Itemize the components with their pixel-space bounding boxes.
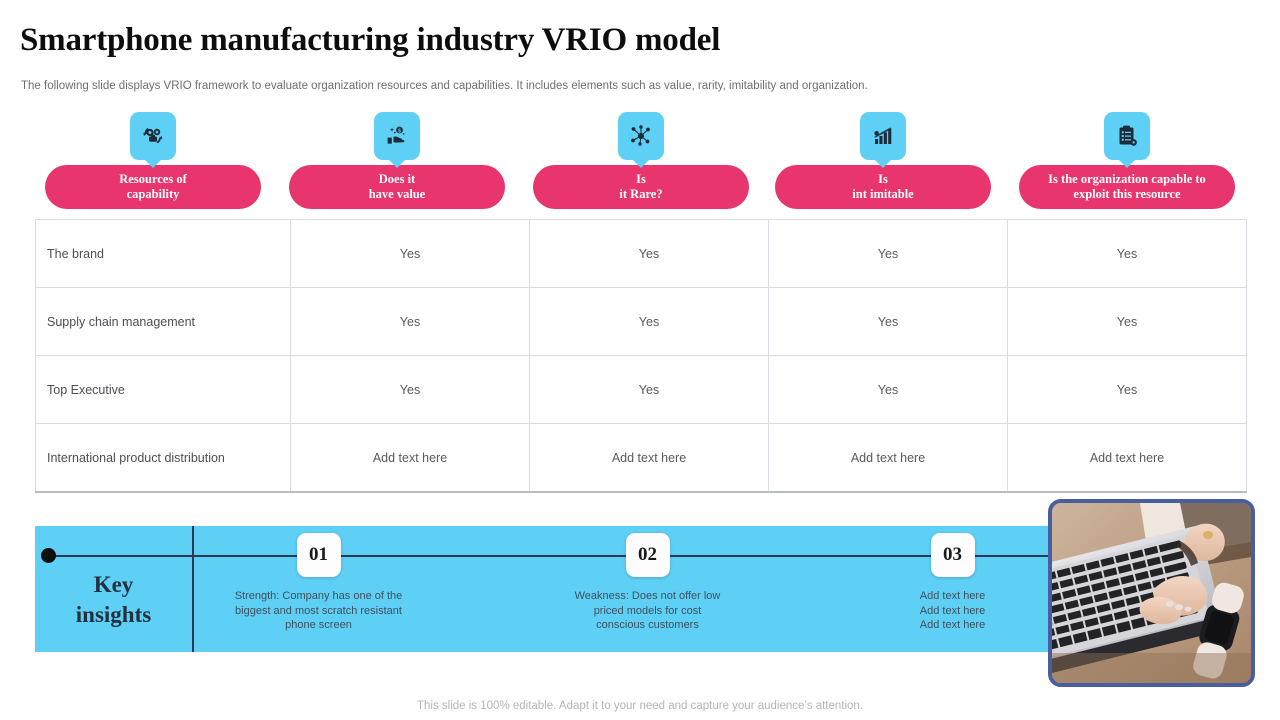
page-subtitle: The following slide displays VRIO framew… xyxy=(21,80,868,92)
table-cell[interactable]: Yes xyxy=(1007,287,1247,356)
table-cell[interactable]: Yes xyxy=(529,287,769,356)
gears-settings-icon xyxy=(130,112,176,160)
insight-number-badge: 03 xyxy=(930,533,975,577)
insight-text: Add text here Add text here Add text her… xyxy=(919,590,986,631)
row-label: Supply chain management xyxy=(35,287,291,356)
hand-money-icon: $ xyxy=(374,112,420,160)
table-cell[interactable]: Yes xyxy=(290,219,530,288)
column-header-label: Resources of capability xyxy=(119,172,187,201)
table-cell[interactable]: Yes xyxy=(290,287,530,356)
insight-text: Weakness: Does not offer low priced mode… xyxy=(574,590,721,631)
table-row: Top Executive Yes Yes Yes Yes xyxy=(35,355,1247,424)
table-cell[interactable]: Yes xyxy=(529,219,769,288)
footer-note: This slide is 100% editable. Adapt it to… xyxy=(416,700,864,712)
timeline-line xyxy=(48,555,1058,557)
column-header-label: Is it Rare? xyxy=(619,172,663,201)
column-header-pill[interactable]: Is the organization capable to exploit t… xyxy=(1019,165,1235,209)
row-label: The brand xyxy=(35,219,291,288)
column-header-resources[interactable]: Resources of capability xyxy=(45,112,261,209)
column-header-pill[interactable]: Is it Rare? xyxy=(533,165,749,209)
column-header-pill[interactable]: Does it have value xyxy=(289,165,505,209)
table-cell[interactable]: Yes xyxy=(529,355,769,424)
network-nodes-icon xyxy=(618,112,664,160)
insight-text: Strength: Company has one of the biggest… xyxy=(234,590,403,631)
row-label: Top Executive xyxy=(35,355,291,424)
table-cell[interactable]: Yes xyxy=(768,219,1008,288)
column-header-rare[interactable]: Is it Rare? xyxy=(533,112,749,209)
column-header-label: Is the organization capable to exploit t… xyxy=(1048,172,1206,201)
insight-number-badge: 01 xyxy=(296,533,341,577)
insight-number-badge: 02 xyxy=(625,533,670,577)
table-cell[interactable]: Yes xyxy=(768,355,1008,424)
timeline-start-dot xyxy=(41,548,56,563)
table-cell[interactable]: Add text here xyxy=(768,423,1008,493)
bar-chart-growth-icon xyxy=(860,112,906,160)
table-cell[interactable]: Yes xyxy=(768,287,1008,356)
table-cell[interactable]: Add text here xyxy=(529,423,769,493)
table-cell[interactable]: Yes xyxy=(290,355,530,424)
column-header-value[interactable]: $ Does it have value xyxy=(289,112,505,209)
key-insights-divider xyxy=(192,526,194,652)
table-row: The brand Yes Yes Yes Yes xyxy=(35,219,1247,288)
column-header-organization[interactable]: Is the organization capable to exploit t… xyxy=(1019,112,1235,209)
svg-text:$: $ xyxy=(398,128,401,134)
row-label: International product distribution xyxy=(35,423,291,493)
clipboard-checklist-icon xyxy=(1104,112,1150,160)
column-header-imitable[interactable]: Is int imitable xyxy=(775,112,991,209)
hands-typing-on-laptop-photo xyxy=(1048,499,1255,687)
table-cell[interactable]: Yes xyxy=(1007,355,1247,424)
table-cell[interactable]: Add text here xyxy=(1007,423,1247,493)
vrio-table: The brand Yes Yes Yes Yes Supply chain m… xyxy=(35,219,1247,493)
key-insights-band xyxy=(35,526,1083,652)
key-insights-title: Key insights xyxy=(75,572,152,627)
column-header-pill[interactable]: Is int imitable xyxy=(775,165,991,209)
page-title: Smartphone manufacturing industry VRIO m… xyxy=(20,22,721,58)
column-header-label: Does it have value xyxy=(368,172,426,201)
table-cell[interactable]: Yes xyxy=(1007,219,1247,288)
column-header-label: Is int imitable xyxy=(852,172,914,201)
table-row: International product distribution Add t… xyxy=(35,423,1247,493)
table-cell[interactable]: Add text here xyxy=(290,423,530,493)
table-row: Supply chain management Yes Yes Yes Yes xyxy=(35,287,1247,356)
column-header-pill[interactable]: Resources of capability xyxy=(45,165,261,209)
